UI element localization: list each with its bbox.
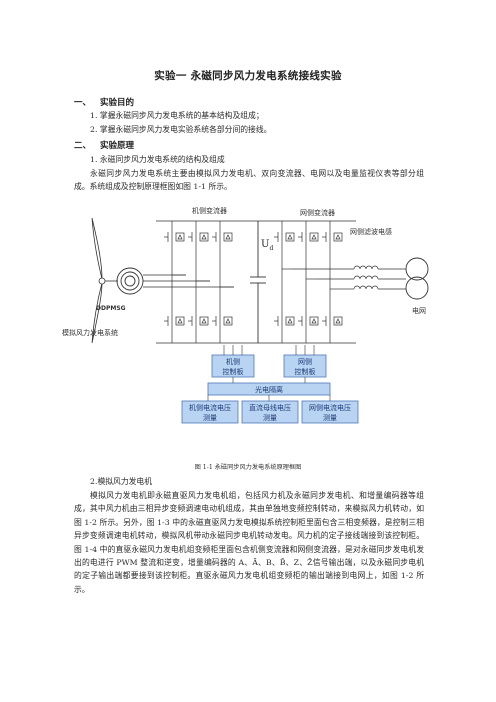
generator-phase-lines bbox=[143, 274, 234, 288]
svg-text:控制板: 控制板 bbox=[223, 367, 244, 376]
svg-text:测量: 测量 bbox=[323, 414, 337, 422]
dc-bus bbox=[156, 220, 356, 344]
wind-turbine-icon bbox=[91, 217, 106, 344]
igbt-switch bbox=[188, 229, 209, 245]
grid-converter-bridge bbox=[274, 221, 343, 343]
grid-control-board: 网侧 控制板 bbox=[283, 354, 327, 378]
section-heading-purpose: 一、实验目的 bbox=[74, 96, 134, 108]
igbt-switch bbox=[274, 313, 295, 329]
igbt-switch bbox=[164, 313, 185, 329]
igbt-switch bbox=[274, 229, 295, 245]
section-number: 一、 bbox=[74, 98, 92, 108]
control-signal-arrows bbox=[223, 345, 315, 355]
section-number: 二、 bbox=[74, 141, 92, 151]
section-heading-principle: 二、实验原理 bbox=[74, 139, 134, 151]
igbt-switch bbox=[298, 229, 319, 245]
transformer-icon bbox=[405, 257, 429, 300]
measure-dc-box: 直流母线电压 测量 bbox=[241, 400, 299, 424]
purpose-item-2: 2. 掌握永磁同步风力发电实验系统各部分间的接线。 bbox=[90, 125, 272, 134]
svg-text:测量: 测量 bbox=[263, 414, 277, 422]
measure-grid-box: 网侧电流电压 测量 bbox=[301, 400, 359, 424]
igbt-switch bbox=[212, 229, 233, 245]
isolation-links bbox=[207, 377, 331, 401]
grid-phase-lines bbox=[292, 268, 354, 290]
document-title: 实验一 永磁同步风力发电系统接线实验 bbox=[154, 70, 342, 82]
dc-capacitor bbox=[250, 221, 266, 343]
filter-inductors bbox=[353, 265, 406, 290]
label-machine-converter: 机侧变流器 bbox=[192, 206, 227, 215]
generator-icon bbox=[116, 267, 144, 295]
measure-machine-box: 机侧电流电压 测量 bbox=[181, 400, 239, 424]
label-grid: 电网 bbox=[412, 306, 426, 315]
svg-text:机侧电流电压: 机侧电流电压 bbox=[189, 403, 231, 412]
svg-text:控制板: 控制板 bbox=[295, 367, 316, 376]
machine-control-board: 机侧 控制板 bbox=[211, 354, 255, 378]
label-grid-converter: 网侧变流器 bbox=[300, 208, 335, 217]
igbt-switch bbox=[188, 313, 209, 329]
section-title: 实验原理 bbox=[100, 141, 135, 151]
igbt-switch bbox=[212, 313, 233, 329]
igbt-switch bbox=[298, 313, 319, 329]
figure-caption: 图 1-1 永磁同步风力发电系统原理框图 bbox=[194, 464, 302, 471]
subsection-wind-generator: 2.模拟风力发电机 bbox=[90, 477, 153, 486]
svg-text:光电隔离: 光电隔离 bbox=[255, 385, 283, 394]
svg-text:测量: 测量 bbox=[203, 414, 217, 422]
label-wind-system: 模拟风力发电系统 bbox=[62, 328, 118, 337]
purpose-item-1: 1. 掌握永磁同步风力发电系统的基本结构及组成； bbox=[90, 111, 264, 120]
label-filter-inductor: 网侧滤波电感 bbox=[350, 227, 392, 236]
system-block-diagram: 机侧变流器 网侧变流器 DDPMSG 模拟风力发电系统 bbox=[62, 206, 429, 424]
igbt-switch bbox=[322, 313, 343, 329]
section-title: 实验目的 bbox=[100, 98, 135, 108]
subsection-structure: 1. 永磁同步风力发电系统的结构及组成 bbox=[90, 155, 225, 164]
optical-isolation-box: 光电隔离 bbox=[207, 382, 331, 396]
igbt-switch bbox=[164, 229, 185, 245]
svg-text:直流母线电压: 直流母线电压 bbox=[249, 403, 291, 412]
label-dc-voltage: Ud bbox=[261, 239, 273, 252]
paragraph-wind-generator: 模拟风力发电机即永磁直驱风力发电机组，包括风力机及永磁同步发电机、和增量编码器等… bbox=[74, 491, 424, 594]
paragraph-structure: 永磁同步风力发电系统主要由模拟风力发电机、双向变流器、电网以及电量监视仪表等部分… bbox=[74, 169, 424, 192]
label-generator: DDPMSG bbox=[96, 305, 126, 312]
svg-text:机侧: 机侧 bbox=[226, 357, 240, 366]
svg-text:网侧电流电压: 网侧电流电压 bbox=[309, 403, 351, 412]
svg-text:网侧: 网侧 bbox=[298, 357, 312, 366]
igbt-switch bbox=[322, 229, 343, 245]
machine-converter-bridge bbox=[164, 221, 234, 343]
